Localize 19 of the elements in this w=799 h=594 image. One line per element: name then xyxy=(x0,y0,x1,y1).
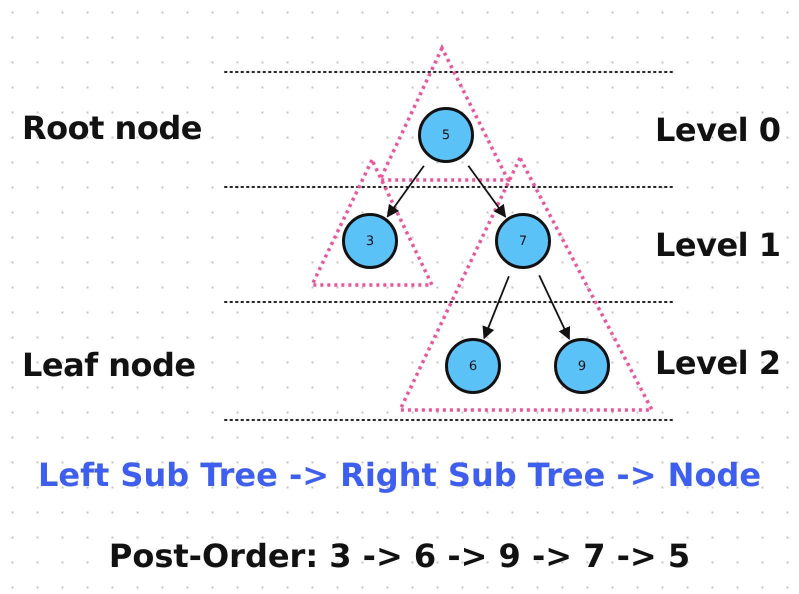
node-value: 5 xyxy=(442,128,450,142)
node-type-label: Leaf node xyxy=(22,346,196,384)
node-value: 7 xyxy=(518,234,528,248)
level-label: Level 0 xyxy=(655,111,781,149)
level-label: Level 1 xyxy=(655,226,781,264)
tree-node-circle xyxy=(495,213,551,269)
node-value: 6 xyxy=(468,358,478,374)
node-value: 3 xyxy=(366,234,374,248)
arrow xyxy=(386,165,425,218)
arrow xyxy=(538,274,570,340)
node-value: 9 xyxy=(578,358,586,374)
traversal-result-text: Post-Order: 3 -> 6 -> 9 -> 7 -> 5 xyxy=(108,537,690,575)
level-label: Level 2 xyxy=(655,344,781,382)
tree-node-circle xyxy=(342,213,398,269)
arrow xyxy=(468,165,506,218)
node-type-label: Root node xyxy=(22,109,202,147)
traversal-rule-text: Left Sub Tree -> Right Sub Tree -> Node xyxy=(38,456,762,494)
arrow xyxy=(482,276,510,340)
tree-node-circle xyxy=(418,107,474,163)
